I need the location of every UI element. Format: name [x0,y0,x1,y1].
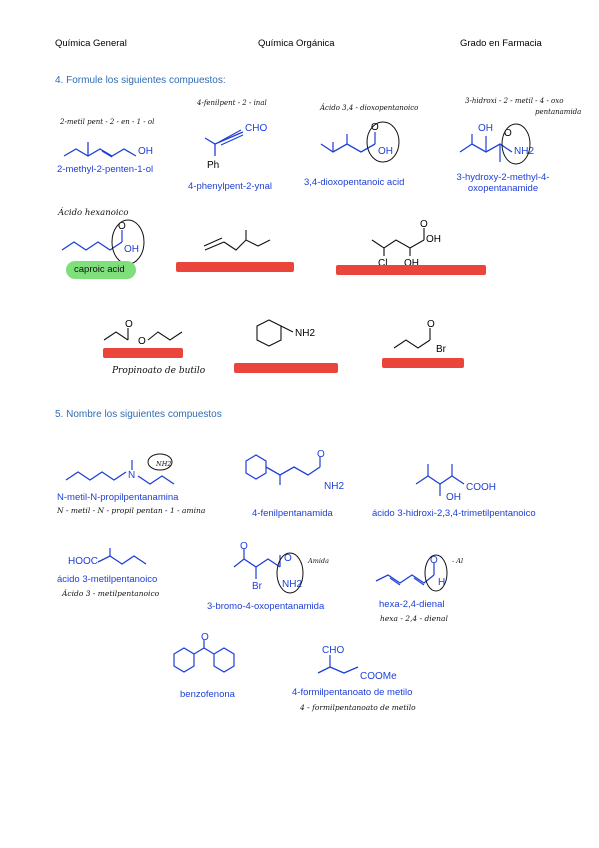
n6-al-note: - Al [452,557,463,565]
n2-o-atom: O [317,449,325,460]
c3-oh-atom: OH [378,146,393,157]
redaction-bar-4 [234,363,338,373]
n8-handwritten: 4 - formilpentanoato de metilo [300,703,416,712]
c8-structure: NH2 [245,319,325,360]
n6-handwritten: hexa - 2,4 - dienal [380,614,448,623]
n3-oh-atom: OH [446,492,461,503]
n6-h-atom: H [438,577,445,588]
c5-name: caproic acid [74,264,125,275]
n5-o2-atom: O [284,553,292,564]
c1-name: 2-methyl-2-penten-1-ol [57,164,154,175]
n7-o-atom: O [201,632,209,643]
n3-cooh-atom: COOH [466,482,496,493]
c5-o-atom: O [118,221,126,232]
c4-nh2-atom: NH2 [514,146,534,157]
n2-nh2-atom: NH2 [324,481,344,492]
c2-handwritten: 4-fenilpent - 2 - inal [197,99,267,107]
c8-nh2-atom: NH2 [295,328,315,339]
c9-br-atom: Br [436,344,447,355]
c3-handwritten: Ácido 3,4 - dioxopentanoico [320,104,419,112]
c4-structure: OH NH2 O [450,116,550,171]
n1-handwritten: N - metil - N - propil pentan - 1 - amin… [57,506,206,515]
n8-structure: CHO COOMe [314,645,424,685]
header-left: Química General [55,38,127,49]
c6-structure: Cl OH OH O [368,218,468,269]
n4-structure: HOOC [68,548,158,578]
c6-oh-atom: OH [404,258,419,269]
n5-name: 3-bromo-4-oxopentanamida [207,601,325,612]
n1-name: N-metil-N-propilpentanamina [57,492,179,503]
n5-structure: O Br NH2 O Amida [228,541,338,600]
n5-br-atom: Br [252,581,263,592]
n1-structure: N NH2 [60,450,190,490]
redaction-bar-1 [176,262,294,272]
n7-name: benzofenona [180,689,235,700]
c7-structure: O O [100,319,190,352]
n6-name: hexa-2,4-dienal [379,599,445,610]
c7-handwritten: Propinoato de butilo [112,366,206,376]
c2-structure: CHO Ph [195,110,285,171]
c-enyne-structure [200,228,280,258]
redaction-bar-3 [103,348,183,358]
n8-cho-atom: CHO [322,645,344,656]
c6-cl-atom: Cl [378,258,387,269]
c1-handwritten: 2-metil pent - 2 - en - 1 - ol [60,118,155,126]
header-center: Química Orgánica [258,38,335,49]
n4-handwritten: Ácido 3 - metilpentanoico [62,589,160,598]
c4-handwritten: 3-hidroxi - 2 - metil - 4 - oxo [465,97,564,105]
n3-structure: COOH OH [410,460,520,503]
n6-structure: O H - Al [372,554,482,600]
n4-hooc-atom: HOOC [68,556,98,567]
n1-n-atom: N [128,470,135,481]
c7-o-atom: O [125,319,133,330]
n7-structure: O [168,632,248,681]
c9-structure: O Br [390,319,460,360]
c2-ph-atom: Ph [207,160,219,171]
c5-oh-atom: OH [124,244,139,255]
section-5-title: 5. Nombre los siguientes compuestos [55,409,222,420]
c5-handwritten: Ácido hexanoico [58,208,129,218]
c6-o-atom: O [420,219,428,230]
c4-oh-atom: OH [478,123,493,134]
section-4-title: 4. Formule los siguientes compuestos: [55,75,226,86]
redaction-bar-2 [336,265,486,275]
n6-o-atom: O [430,555,438,566]
c3-structure: OH O [315,112,415,163]
n3-name: ácido 3-hidroxi-2,3,4-trimetilpentanoico [372,508,536,519]
c2-cho-atom: CHO [245,123,267,134]
n4-name: ácido 3-metilpentanoico [57,574,158,585]
c7-o2-atom: O [138,336,146,347]
c4-handwritten-2: pentanamida [535,108,582,116]
c5-structure: OH O [58,219,168,265]
c2-name: 4-phenylpent-2-ynal [188,181,272,192]
header-right: Grado en Farmacia [460,38,542,49]
n2-structure: O NH2 [240,449,350,495]
c4-o-atom: O [504,128,512,139]
c9-o-atom: O [427,319,435,330]
n5-nh2-atom: NH2 [282,579,302,590]
n8-name: 4-formilpentanoato de metilo [292,687,413,698]
n2-name: 4-fenilpentanamida [252,508,333,519]
c4-name: 3-hydroxy-2-methyl-4-oxopentanamide [456,172,550,194]
n5-amide-note: Amida [307,557,329,565]
c1-oh-atom: OH [138,146,153,157]
redaction-bar-5 [382,358,464,368]
n5-o-atom: O [240,541,248,552]
c1-structure: OH [60,128,170,168]
n8-coome-atom: COOMe [360,671,397,682]
caproic-highlight [66,261,136,279]
c6-oh2-atom: OH [426,234,441,245]
n1-nh2-note: NH2 [155,460,172,468]
c3-o-atom: O [371,122,379,133]
c3-name: 3,4-dioxopentanoic acid [304,177,405,188]
